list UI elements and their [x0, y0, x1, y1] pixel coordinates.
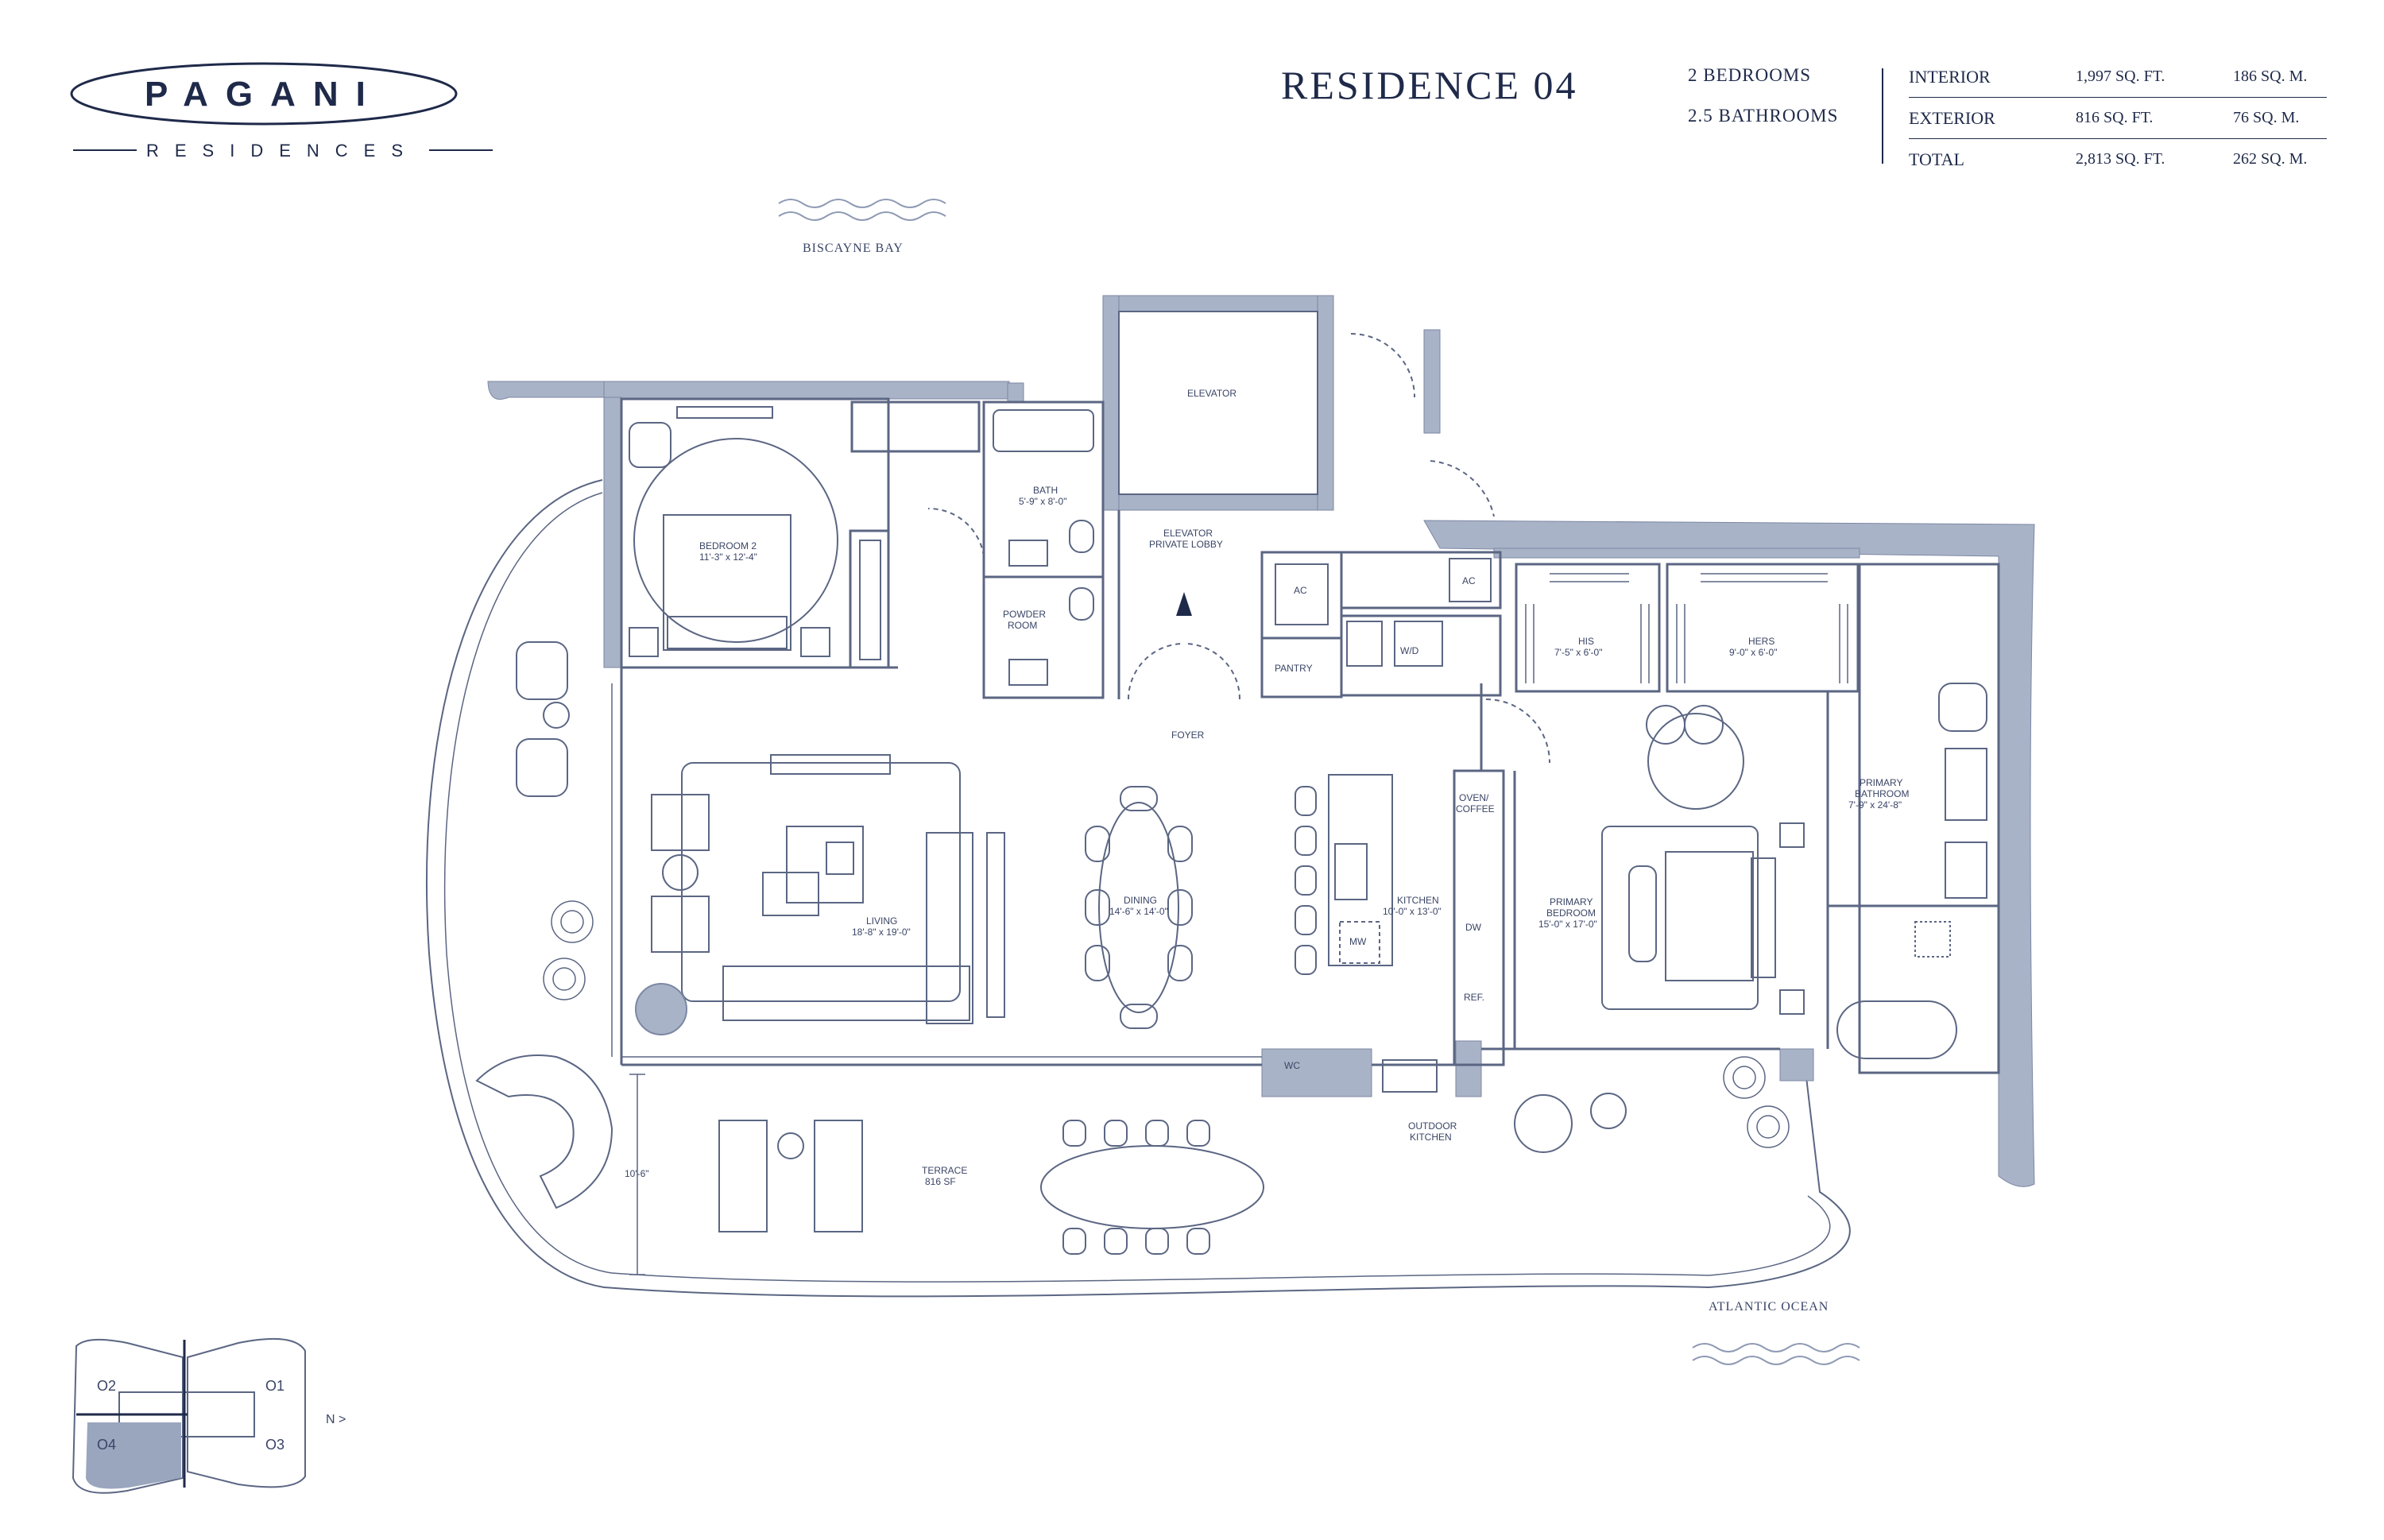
bedroom2-furniture [629, 406, 881, 660]
place-label-bay: BISCAYNE BAY [803, 242, 904, 255]
room-label-bedroom2: BEDROOM 2 [699, 540, 757, 551]
room-label-primary-bath: BATHROOM [1855, 788, 1910, 799]
room-label-his: HIS [1578, 636, 1595, 647]
room-label-ac: AC [1462, 575, 1476, 586]
room-label-kitchen: KITCHEN [1397, 895, 1439, 906]
room-label-mw: MW [1349, 936, 1367, 947]
room-label-lobby: PRIVATE LOBBY [1149, 539, 1223, 550]
room-label-primary-bedroom: BEDROOM [1546, 907, 1596, 919]
room-dim-kitchen: 10'-0" x 13'-0" [1383, 906, 1442, 917]
area-rule [1909, 138, 2327, 139]
room-label-terrace: TERRACE [922, 1165, 968, 1176]
exterior-walls [487, 295, 2035, 1187]
room-label-powder: POWDER [1003, 609, 1046, 620]
area-sqft: 1,997 SQ. FT. [2076, 68, 2165, 85]
kitchen-island [1295, 774, 1393, 975]
room-dim-dining: 14'-6" x 14'-0" [1109, 906, 1168, 917]
room-dim-living: 18'-8" x 19'-0" [852, 927, 911, 938]
room-label-elevator: ELEVATOR [1187, 388, 1237, 399]
area-sqft: 816 SQ. FT. [2076, 109, 2154, 126]
keyplan-unit: O3 [265, 1437, 285, 1453]
room-label-bath: BATH [1033, 485, 1058, 496]
key-plan-highlight [86, 1422, 181, 1489]
dimension-label: 10'-6" [625, 1168, 649, 1179]
room-label-primary-bedroom: PRIMARY [1550, 896, 1593, 907]
dining-furniture [1085, 786, 1193, 1029]
header-divider [1882, 68, 1883, 164]
room-label-primary-bath: PRIMARY [1860, 777, 1903, 788]
living-furniture [635, 754, 1005, 1035]
room-dim-bedroom2: 11'-3" x 12'-4" [699, 551, 757, 563]
room-label-pantry: PANTRY [1275, 663, 1313, 674]
room-label-oven: OVEN/ [1459, 792, 1489, 803]
room-label-oven: COFFEE [1456, 803, 1495, 814]
place-label-ocean: ATLANTIC OCEAN [1709, 1300, 1829, 1314]
area-sqm: 262 SQ. M. [2233, 150, 2308, 168]
north-indicator: N > [326, 1413, 346, 1426]
keyplan-unit: O2 [97, 1378, 117, 1394]
water-icon [778, 199, 1860, 1365]
terrace-outline [425, 479, 1851, 1298]
plant-icon [543, 900, 1790, 1148]
room-label-outdoor-kitchen: KITCHEN [1410, 1132, 1452, 1143]
interior-walls [620, 397, 2000, 1074]
keyplan-unit: O1 [265, 1378, 285, 1394]
primary-bedroom-furniture [1601, 705, 1805, 1015]
room-label-dining: DINING [1124, 895, 1157, 906]
room-area-terrace: 816 SF [925, 1176, 956, 1187]
area-label: INTERIOR [1909, 67, 1991, 87]
room-label-lobby: ELEVATOR [1163, 528, 1213, 539]
room-dim-primary-bath: 7'-9" x 24'-8" [1848, 799, 1902, 811]
area-sqft: 2,813 SQ. FT. [2076, 150, 2165, 168]
area-sqm: 186 SQ. M. [2233, 68, 2308, 85]
page-title: RESIDENCE 04 [1281, 63, 1578, 107]
bedrooms-count: 2 BEDROOMS [1688, 65, 1812, 85]
keyplan-unit-selected: O4 [97, 1437, 117, 1453]
terrace-furniture [475, 641, 1627, 1255]
bathrooms-count: 2.5 BATHROOMS [1688, 106, 1839, 126]
room-label-living: LIVING [866, 915, 898, 927]
area-label: TOTAL [1909, 149, 1964, 169]
area-sqm: 76 SQ. M. [2233, 109, 2300, 126]
room-label-powder: ROOM [1008, 620, 1038, 631]
room-label-ref: REF. [1464, 992, 1485, 1003]
room-label-dw: DW [1465, 922, 1481, 933]
area-rule [1909, 97, 2327, 98]
room-dim-bath: 5'-9" x 8'-0" [1019, 496, 1067, 507]
room-dim-his: 7'-5" x 6'-0" [1554, 647, 1603, 658]
room-label-wd: W/D [1400, 645, 1419, 656]
room-label-hers: HERS [1748, 636, 1775, 647]
room-label-foyer: FOYER [1171, 729, 1205, 741]
room-label-wc: WC [1284, 1060, 1300, 1071]
room-dim-primary-bedroom: 15'-0" x 17'-0" [1538, 919, 1597, 930]
entry-arrow-icon [1176, 592, 1192, 616]
room-label-outdoor-kitchen: OUTDOOR [1408, 1120, 1457, 1132]
area-label: EXTERIOR [1909, 108, 1995, 128]
room-label-ac: AC [1294, 585, 1307, 596]
brand-name: PAGANI [145, 75, 383, 114]
room-dim-hers: 9'-0" x 6'-0" [1729, 647, 1778, 658]
brand-sub: RESIDENCES [146, 141, 420, 161]
